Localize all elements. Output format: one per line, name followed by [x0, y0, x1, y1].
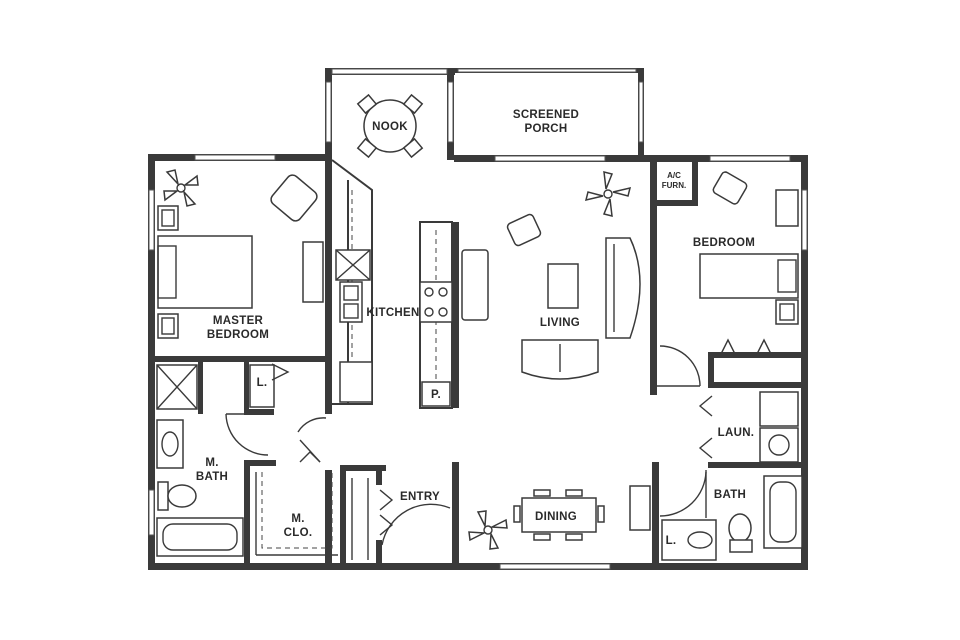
dining-furniture: [468, 485, 651, 550]
master-bedroom-label-line1: MASTER: [213, 315, 264, 327]
ac-furnace-label-line1: A/C: [667, 171, 681, 180]
bedroom-furniture: [699, 171, 799, 325]
living-label: LIVING: [540, 317, 580, 329]
master-bath-fixtures: [156, 364, 275, 557]
screened-porch-label-line1: SCREENED: [513, 109, 579, 121]
dining-label: DINING: [535, 511, 577, 523]
bedroom-label: BEDROOM: [693, 237, 755, 249]
master-bedroom-furniture: [157, 169, 324, 339]
kitchen-label: KITCHEN: [366, 307, 419, 319]
entry-label: ENTRY: [400, 491, 440, 503]
linen-bath-label: L.: [666, 535, 677, 547]
bath-label: BATH: [714, 489, 746, 501]
doors: [225, 338, 773, 546]
master-bath-label-line2: BATH: [196, 471, 228, 483]
master-bath-label-line1: M.: [205, 457, 218, 469]
master-closet-label-line1: M.: [291, 513, 304, 525]
nook-table: [356, 93, 424, 159]
laundry-label: LAUN.: [718, 427, 755, 439]
master-closet: [255, 472, 369, 560]
laundry-bath-fixtures: [661, 391, 803, 561]
master-bedroom-label-line2: BEDROOM: [207, 329, 269, 341]
kitchen-fixtures: [331, 159, 489, 409]
living-furniture: [506, 171, 641, 380]
screened-porch-label-line2: PORCH: [524, 123, 567, 135]
linen-master-label: L.: [257, 377, 268, 389]
master-closet-label-line2: CLO.: [284, 527, 313, 539]
pantry-label: P.: [431, 389, 441, 401]
ac-furnace-label-line2: FURN.: [662, 181, 686, 190]
windows: [148, 68, 808, 570]
room-labels: NOOK SCREENED PORCH MASTER BEDROOM KITCH…: [196, 109, 755, 547]
nook-label: NOOK: [372, 121, 408, 133]
